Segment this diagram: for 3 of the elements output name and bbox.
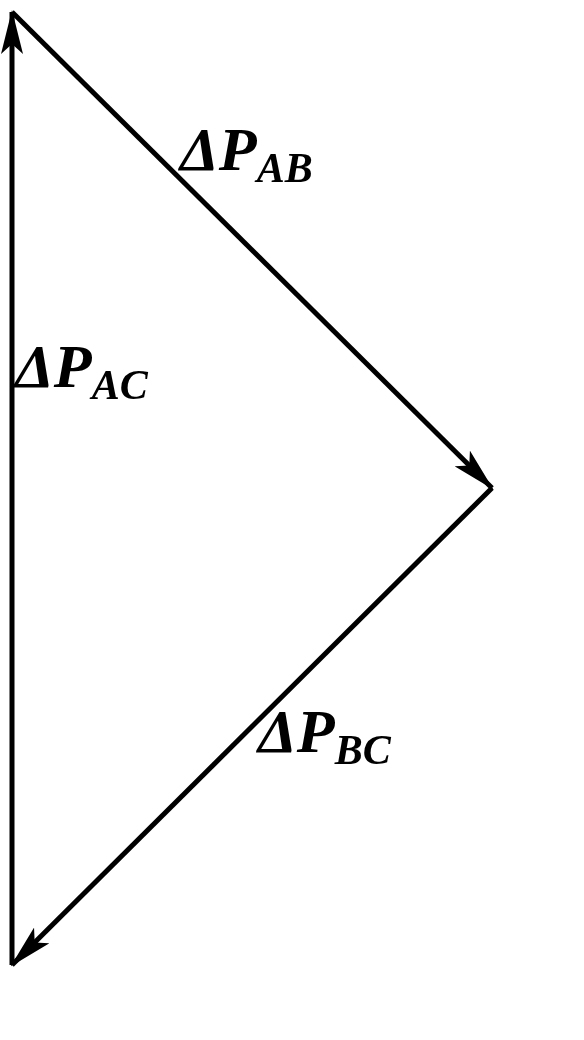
vector-label: ΔP$_{AB}$ — [180, 118, 313, 189]
vector-label: ΔP$_{AC}$ — [15, 335, 148, 406]
vector-label: ΔP$_{BC}$ — [258, 700, 391, 771]
